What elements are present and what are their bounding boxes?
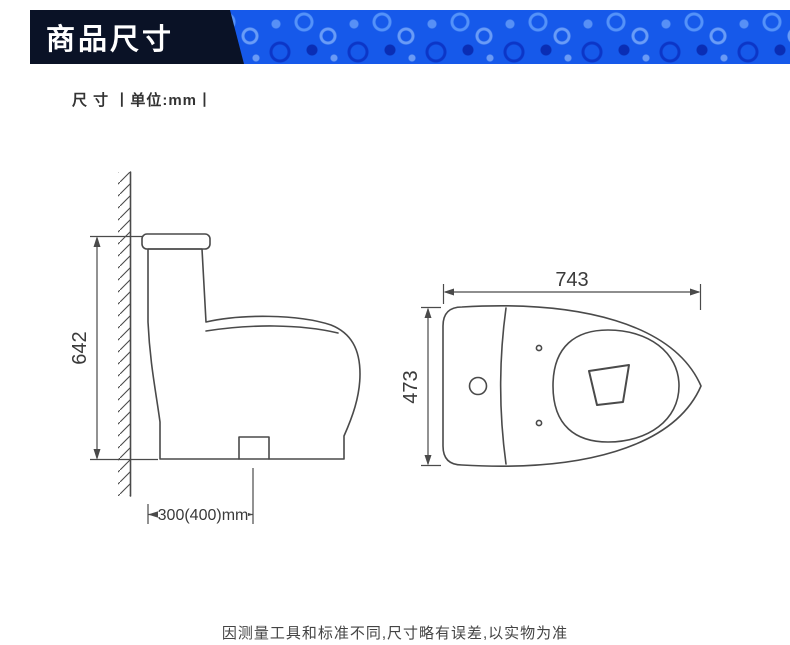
top-dimension-473 (421, 306, 441, 467)
toilet-top-outline (442, 305, 702, 467)
seat-edge-line (205, 325, 339, 334)
hinge-hole-bottom (535, 419, 543, 427)
height-dimension-label: 642 (69, 331, 91, 364)
rough-in-dimension-label: 300(400)mm (158, 507, 249, 524)
side-dimension-642 (90, 235, 158, 461)
tank-divider-line (499, 307, 507, 465)
hinge-hole-top (535, 344, 543, 352)
flush-outlet-shape (588, 364, 630, 406)
banner: 商品尺寸 (30, 10, 790, 64)
unit-label: 尺 寸 丨单位:mm丨 (72, 92, 214, 109)
top-dimension-743 (442, 284, 702, 310)
length-dimension-label: 743 (555, 269, 588, 291)
tank-lid (141, 233, 211, 250)
toilet-top-view (442, 305, 702, 467)
disclaimer-note: 因测量工具和标准不同,尺寸略有误差,以实物为准 (221, 625, 569, 642)
flush-button (468, 376, 488, 396)
toilet-side-view (118, 171, 361, 497)
side-dimension-rough-in (147, 468, 254, 524)
width-dimension-label: 473 (400, 370, 422, 403)
wall-hatching (118, 172, 130, 496)
base-notch (238, 436, 270, 460)
banner-title-box: 商品尺寸 (30, 10, 244, 64)
banner-title: 商品尺寸 (46, 24, 175, 56)
toilet-side-outline (147, 248, 361, 460)
seat-opening (552, 329, 680, 443)
dimension-drawing: 642 300(400)mm 743 (69, 171, 702, 524)
